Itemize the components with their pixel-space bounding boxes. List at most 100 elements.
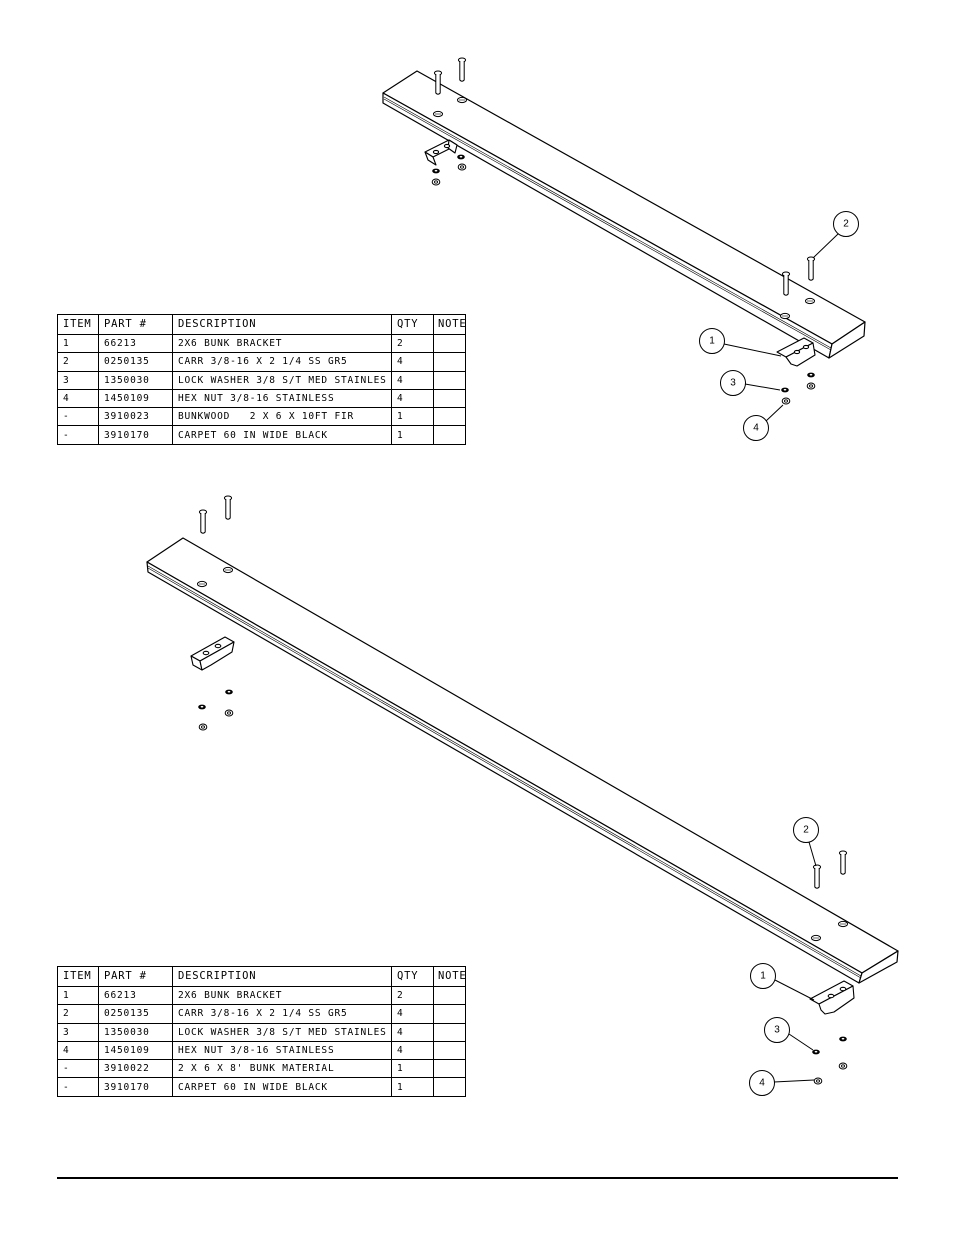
cell-item: 1 — [57, 985, 99, 1006]
callout-label: 1 — [760, 971, 766, 982]
carriage-bolt — [457, 57, 467, 82]
carriage-bolt — [812, 864, 822, 889]
cell-qty: 4 — [391, 1004, 434, 1024]
hex-nut — [224, 709, 234, 717]
cell-note — [433, 352, 466, 372]
table-row: 2 0250135 CARR 3/8-16 X 2 1/4 SS GR5 4 — [57, 352, 466, 372]
column-header-part: PART # — [98, 966, 173, 987]
carriage-bolt — [223, 495, 233, 520]
carriage-bolt — [433, 70, 443, 95]
cell-qty: 1 — [391, 425, 434, 445]
cell-item: 4 — [57, 1040, 99, 1061]
hex-nut — [457, 163, 467, 171]
cell-note — [433, 1022, 466, 1042]
table-row: 1 66213 2X6 BUNK BRACKET 2 — [57, 985, 466, 1006]
hex-nut — [806, 382, 816, 390]
cell-part: 3910022 — [98, 1059, 173, 1079]
callout-label: 1 — [709, 336, 715, 347]
callout-label: 4 — [753, 423, 759, 434]
top-bunk-board — [382, 70, 866, 359]
table-row: - 3910022 2 X 6 X 8' BUNK MATERIAL 1 — [57, 1059, 466, 1079]
cell-part: 0250135 — [98, 1004, 173, 1024]
cell-part: 3910170 — [98, 1077, 173, 1097]
hex-nut — [781, 397, 791, 405]
cell-item: 1 — [57, 333, 99, 354]
lock-washer — [225, 689, 233, 695]
column-header-part: PART # — [98, 314, 173, 335]
table-row: - 3910023 BUNKWOOD 2 X 6 X 10FT FIR 1 — [57, 407, 466, 427]
board-hole — [223, 566, 233, 574]
cell-part: 0250135 — [98, 352, 173, 372]
cell-item: - — [57, 425, 99, 445]
cell-note — [433, 1040, 466, 1061]
cell-description: HEX NUT 3/8-16 STAINLESS — [172, 388, 392, 409]
cell-qty: 1 — [391, 407, 434, 427]
callout-label: 3 — [774, 1025, 780, 1036]
cell-note — [433, 333, 466, 354]
carriage-bolt — [198, 509, 208, 534]
cell-description: LOCK WASHER 3/8 S/T MED STAINLES — [172, 1022, 392, 1042]
board-hole — [838, 920, 848, 928]
bunk-bracket — [424, 139, 458, 166]
cell-qty: 4 — [391, 1040, 434, 1061]
cell-note — [433, 1004, 466, 1024]
table-row: - 3910170 CARPET 60 IN WIDE BLACK 1 — [57, 425, 466, 445]
callout-label: 2 — [803, 825, 809, 836]
cell-item: 2 — [57, 352, 99, 372]
cell-description: HEX NUT 3/8-16 STAINLESS — [172, 1040, 392, 1061]
cell-description: CARPET 60 IN WIDE BLACK — [172, 425, 392, 445]
cell-note — [433, 1077, 466, 1097]
column-header-description: DESCRIPTION — [172, 314, 392, 335]
cell-item: 4 — [57, 388, 99, 409]
cell-qty: 1 — [391, 1059, 434, 1079]
board-hole — [811, 934, 821, 942]
hex-nut — [431, 178, 441, 186]
column-header-qty: QTY — [391, 314, 434, 335]
cell-note — [433, 985, 466, 1006]
cell-item: - — [57, 407, 99, 427]
table-row: 4 1450109 HEX NUT 3/8-16 STAINLESS 4 — [57, 1040, 466, 1061]
cell-description: CARPET 60 IN WIDE BLACK — [172, 1077, 392, 1097]
table-row: 2 0250135 CARR 3/8-16 X 2 1/4 SS GR5 4 — [57, 1004, 466, 1024]
cell-item: 2 — [57, 1004, 99, 1024]
table-row: 1 66213 2X6 BUNK BRACKET 2 — [57, 333, 466, 354]
cell-item: - — [57, 1077, 99, 1097]
table-row: 3 1350030 LOCK WASHER 3/8 S/T MED STAINL… — [57, 370, 466, 390]
callout-bubble-2 — [793, 817, 819, 843]
table-row: 4 1450109 HEX NUT 3/8-16 STAINLESS 4 — [57, 388, 466, 409]
column-header-qty: QTY — [391, 966, 434, 987]
bottom-bunk-board — [146, 537, 899, 984]
cell-qty: 2 — [391, 333, 434, 354]
board-hole — [805, 297, 815, 305]
column-header-item: ITEM — [57, 966, 99, 987]
lock-washer — [807, 372, 815, 378]
cell-note — [433, 425, 466, 445]
parts-table-top: ITEM PART # DESCRIPTION QTY NOTE 1 66213… — [57, 314, 466, 445]
hex-nut — [198, 723, 208, 731]
cell-item: - — [57, 1059, 99, 1079]
callout-bubble-4 — [743, 415, 769, 441]
cell-description: CARR 3/8-16 X 2 1/4 SS GR5 — [172, 352, 392, 372]
hex-nut — [813, 1077, 823, 1085]
cell-description: 2X6 BUNK BRACKET — [172, 985, 392, 1006]
table-header-row: ITEM PART # DESCRIPTION QTY NOTE — [57, 314, 466, 335]
cell-note — [433, 407, 466, 427]
cell-note — [433, 370, 466, 390]
cell-part: 1450109 — [98, 1040, 173, 1061]
table-row: 3 1350030 LOCK WASHER 3/8 S/T MED STAINL… — [57, 1022, 466, 1042]
table-row: - 3910170 CARPET 60 IN WIDE BLACK 1 — [57, 1077, 466, 1097]
cell-item: 3 — [57, 370, 99, 390]
lock-washer — [432, 168, 440, 174]
lock-washer — [198, 704, 206, 710]
footer-divider — [57, 1177, 898, 1179]
cell-description: LOCK WASHER 3/8 S/T MED STAINLES — [172, 370, 392, 390]
cell-qty: 4 — [391, 1022, 434, 1042]
carriage-bolt — [838, 850, 848, 875]
callout-label: 3 — [730, 378, 736, 389]
bunk-bracket — [776, 337, 816, 367]
callout-bubble-3 — [720, 370, 746, 396]
board-hole — [457, 96, 467, 104]
cell-qty: 4 — [391, 352, 434, 372]
cell-note — [433, 388, 466, 409]
column-header-note: NOTE — [433, 966, 466, 987]
